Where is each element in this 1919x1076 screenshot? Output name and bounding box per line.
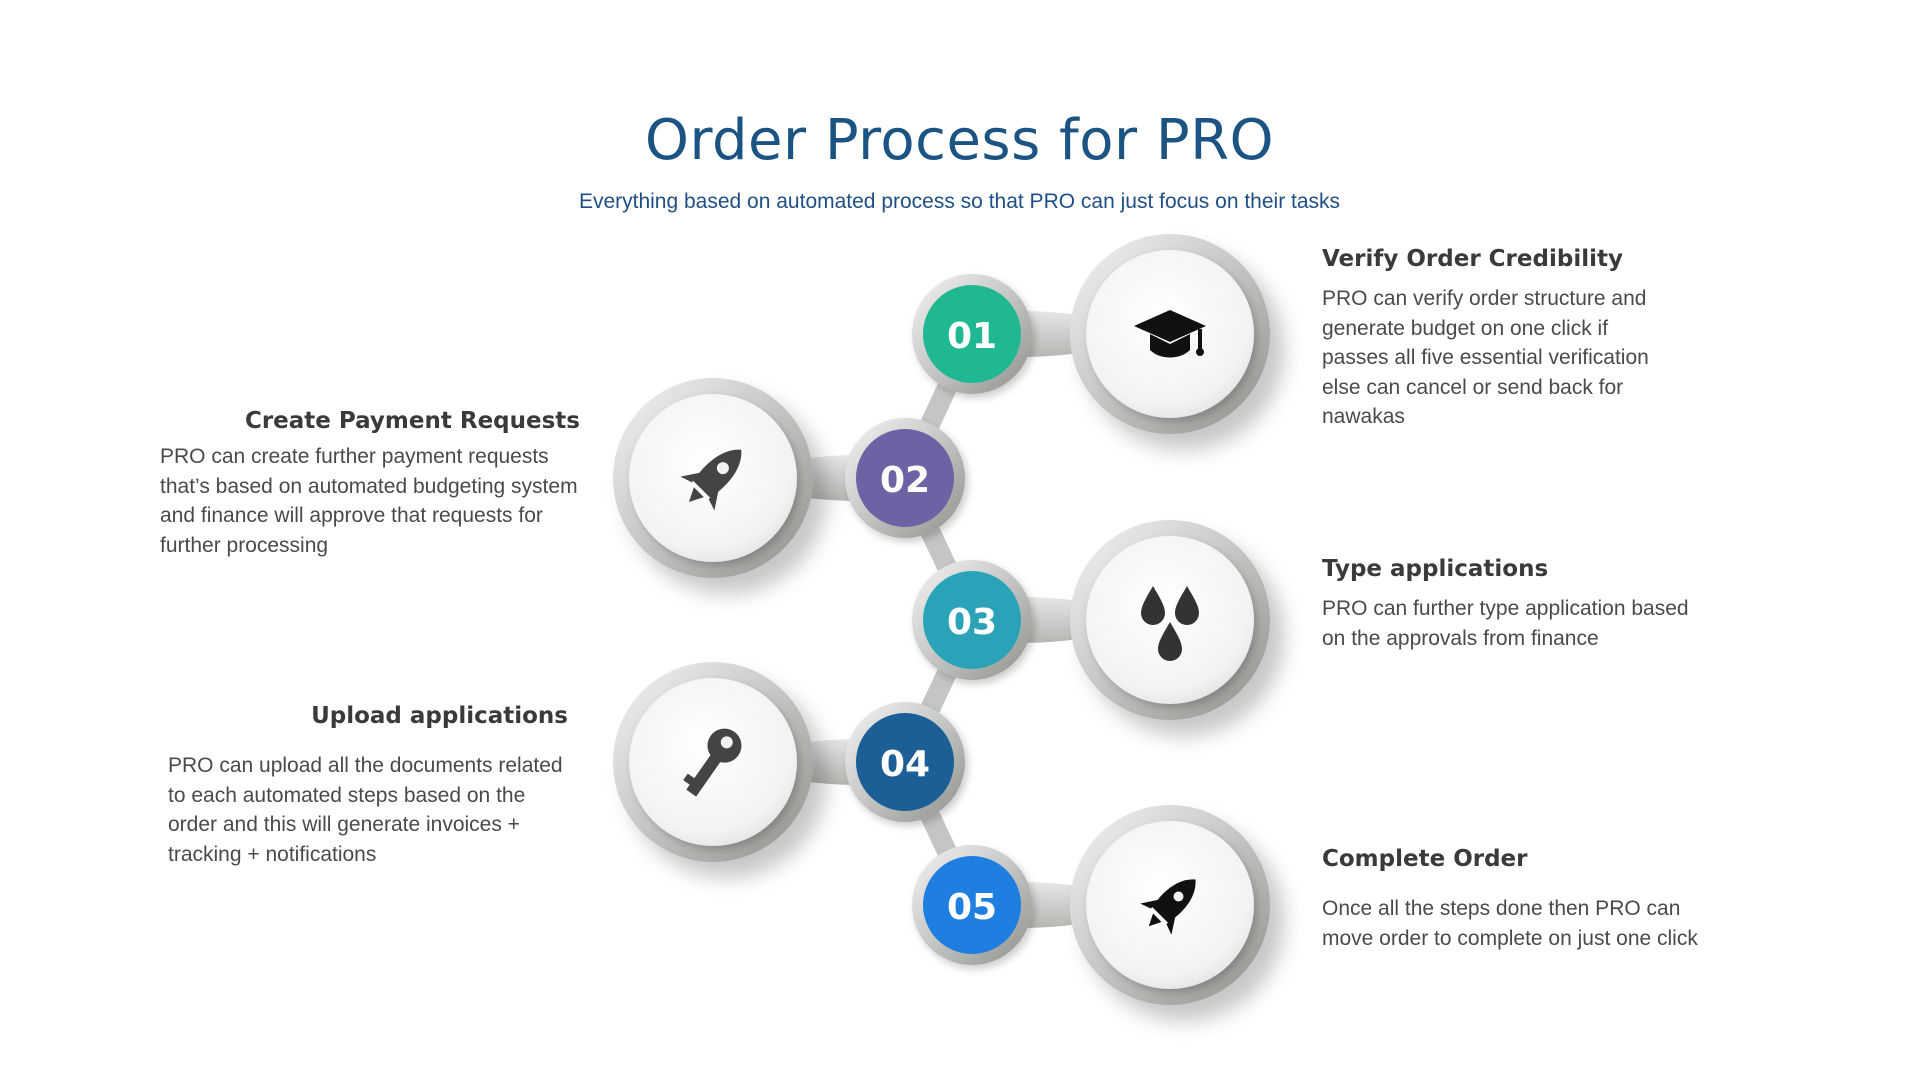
step-3-number: 03	[947, 602, 997, 643]
step-4-description: PRO can upload all the documents related…	[168, 754, 563, 866]
step-1-number: 01	[947, 316, 997, 357]
step-2-title: Create Payment Requests	[244, 408, 580, 434]
step-5-title: Complete Order	[1322, 846, 1528, 872]
graduation-cap-icon	[1134, 310, 1206, 358]
step-1-description: PRO can verify order structure and gener…	[1322, 287, 1649, 428]
step-3-text: Type applications PRO can further type a…	[1322, 556, 1742, 653]
step-3-icon-disc	[1086, 536, 1254, 704]
step-1-text: Verify Order Credibility PRO can verify …	[1322, 246, 1742, 432]
rocket-icon	[1140, 879, 1196, 935]
step-3-description: PRO can further type application based o…	[1322, 597, 1689, 650]
drops-icon	[1141, 586, 1199, 661]
step-5-node: 05	[912, 805, 1270, 1005]
step-5-text: Complete Order Once all the steps done t…	[1322, 846, 1742, 953]
step-2-text: Create Payment Requests PRO can create f…	[160, 408, 580, 560]
page-subtitle: Everything based on automated process so…	[578, 190, 1341, 213]
step-5-number-circle	[923, 856, 1021, 954]
step-4-text: Upload applications PRO can upload all t…	[148, 703, 568, 869]
step-4-node: 04	[613, 662, 965, 862]
step-4-number-circle	[856, 713, 954, 811]
step-3-number-circle	[923, 571, 1021, 669]
step-5-number: 05	[947, 887, 997, 928]
step-2-number-circle	[856, 429, 954, 527]
step-2-number: 02	[880, 460, 930, 501]
step-1-number-circle	[923, 285, 1021, 383]
step-1-title: Verify Order Credibility	[1322, 246, 1623, 272]
step-3-node: 03	[912, 520, 1270, 720]
step-5-description: Once all the steps done then PRO can mov…	[1322, 897, 1698, 950]
key-icon	[683, 728, 742, 797]
step-4-title: Upload applications	[311, 703, 568, 729]
page-title: Order Process for PRO	[644, 108, 1275, 173]
step-4-number: 04	[880, 744, 930, 785]
step-1-node: 01	[912, 234, 1270, 434]
step-2-description: PRO can create further payment requests …	[160, 445, 578, 557]
step-3-title: Type applications	[1322, 556, 1549, 582]
step-2-node: 02	[613, 378, 965, 578]
